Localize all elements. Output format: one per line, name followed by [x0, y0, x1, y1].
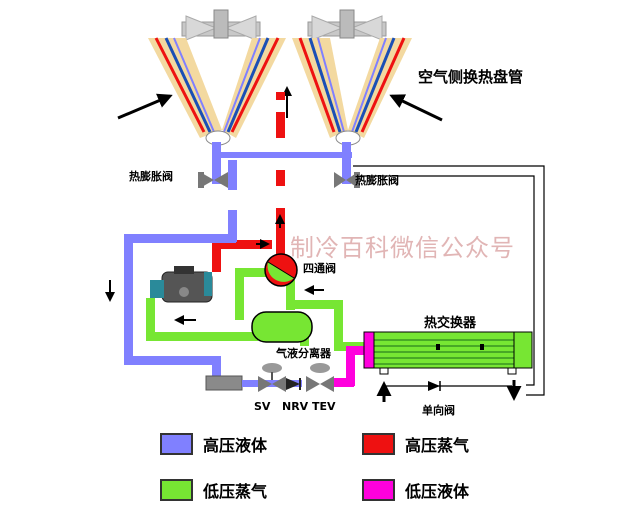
legend-label: 低压蒸气: [203, 482, 268, 501]
four-way-valve-label: 四通阀: [303, 262, 336, 275]
legend-item-high-pressure-vapor: 高压蒸气: [362, 432, 469, 456]
watermark: 制冷百科微信公众号: [290, 234, 515, 262]
fan-icon: [181, 9, 261, 41]
flow-arrows: [105, 214, 522, 402]
txv-valve-right: [334, 172, 360, 188]
legend-label: 低压液体: [405, 482, 470, 501]
airflow-arrow-right: [389, 94, 443, 122]
low-pressure-liquid-line: [334, 346, 364, 387]
heat-exchanger-label: 热交换器: [424, 316, 477, 331]
nrv-valve: [286, 378, 301, 390]
liquid-return-loop: [353, 165, 545, 396]
sv-label: SV: [254, 400, 271, 413]
high-pressure-liquid-line: [124, 142, 352, 391]
txv-right-label: 热膨胀阀: [355, 174, 399, 187]
legend-label: 高压液体: [203, 436, 268, 455]
legend-item-low-pressure-liquid: 低压液体: [362, 478, 469, 502]
txv-valve-left: [198, 172, 228, 188]
legend-swatch: [362, 479, 395, 501]
air-coil-right: [292, 37, 412, 146]
compressor-icon: [150, 266, 213, 303]
legend-swatch: [362, 433, 395, 455]
airflow-arrow-left: [117, 93, 173, 120]
high-pressure-vapor-line: [212, 92, 285, 272]
legend-label: 高压蒸气: [405, 436, 470, 455]
heat-exchanger: [363, 331, 533, 375]
tev-valve: [306, 363, 334, 392]
air-coil-label: 空气侧换热盘管: [418, 68, 524, 86]
legend-swatch: [160, 479, 193, 501]
four-way-valve: [264, 253, 298, 287]
sv-valve: [258, 363, 286, 392]
air-coil-left: [148, 37, 286, 146]
tev-label: TEV: [312, 400, 336, 413]
gas-liquid-separator: [251, 311, 313, 343]
legend-item-high-pressure-liquid: 高压液体: [160, 432, 267, 456]
nrv-label: NRV: [282, 400, 309, 413]
separator-label: 气液分离器: [276, 347, 331, 360]
check-valve: [386, 381, 512, 391]
fan-icon: [307, 9, 387, 41]
txv-left-label: 热膨胀阀: [129, 170, 173, 183]
legend-item-low-pressure-vapor: 低压蒸气: [160, 478, 267, 502]
check-valve-label: 单向阀: [422, 404, 455, 417]
legend-swatch: [160, 433, 193, 455]
